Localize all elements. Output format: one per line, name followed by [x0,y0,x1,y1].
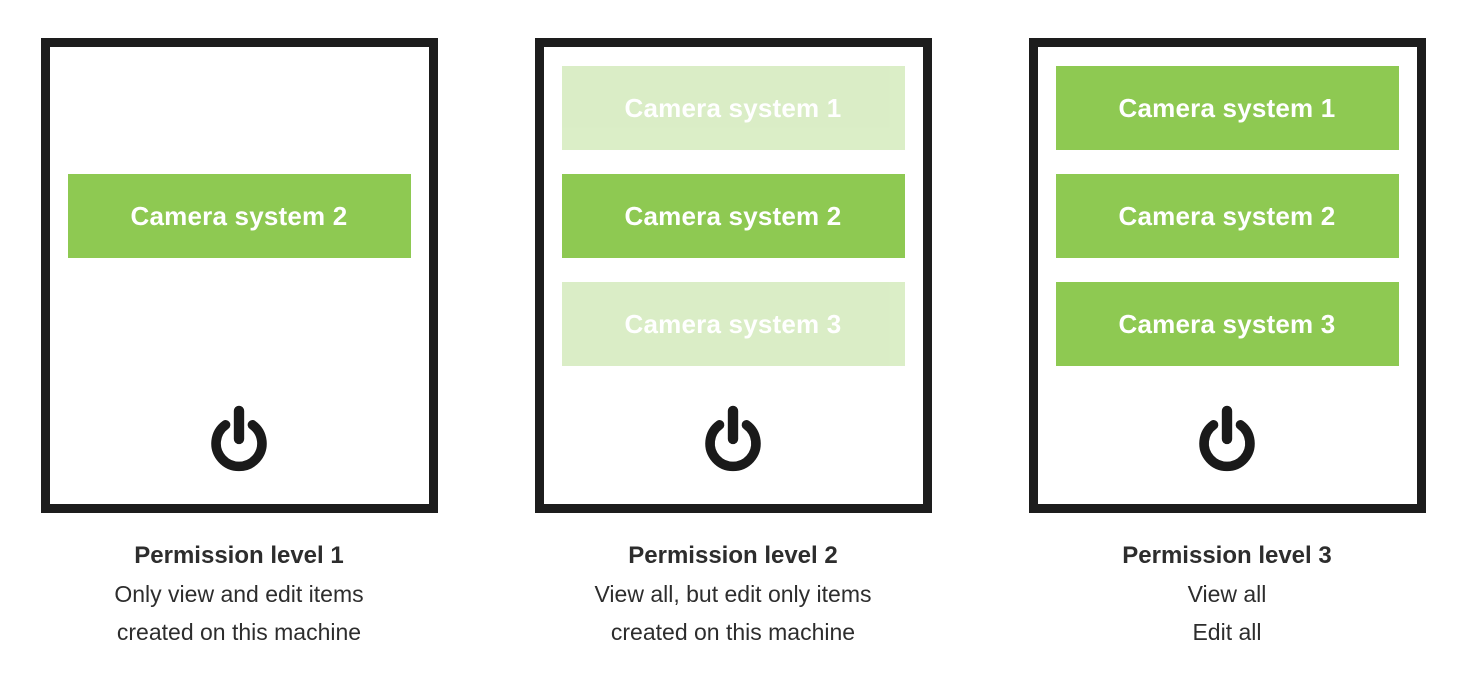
power-icon [202,402,276,476]
panel-caption: Permission level 1 Only view and edit it… [114,537,363,651]
panel-caption: Permission level 2 View all, but edit on… [595,537,872,651]
camera-system-list: Camera system 1 Camera system 2 Camera s… [1038,66,1417,366]
camera-system-button: Camera system 3 [1055,282,1399,366]
camera-system-button: Camera system 1 [1055,66,1399,150]
panel-description-line: created on this machine [610,619,856,645]
machine-screen-3: Camera system 1 Camera system 2 Camera s… [1028,38,1426,513]
panel-permission-level-3: Camera system 1 Camera system 2 Camera s… [1028,38,1426,651]
camera-system-button: Camera system 1 [561,66,905,150]
panel-description-line: View all, but edit only items [594,581,872,607]
camera-system-list: Camera system 2 [50,66,429,366]
power-icon [1190,402,1264,476]
panel-permission-level-1: Camera system 2 Permission level 1 Only … [40,38,438,651]
panel-description-line: created on this machine [116,619,362,645]
panel-title: Permission level 1 [134,542,344,569]
machine-screen-2: Camera system 1 Camera system 2 Camera s… [534,38,932,513]
power-icon [696,402,770,476]
camera-system-button: Camera system 2 [67,174,411,258]
camera-system-button: Camera system 2 [1055,174,1399,258]
panel-description-line: Edit all [1192,619,1262,645]
panel-description-line: Only view and edit items [114,581,364,607]
panel-title: Permission level 3 [1122,542,1332,569]
panel-title: Permission level 2 [628,542,838,569]
camera-system-button: Camera system 3 [561,282,905,366]
camera-system-list: Camera system 1 Camera system 2 Camera s… [544,66,923,366]
permission-levels-diagram: Camera system 2 Permission level 1 Only … [40,38,1426,651]
panel-permission-level-2: Camera system 1 Camera system 2 Camera s… [534,38,932,651]
panel-description-line: View all [1187,581,1267,607]
camera-system-button: Camera system 2 [561,174,905,258]
machine-screen-1: Camera system 2 [40,38,438,513]
panel-caption: Permission level 3 View all Edit all [1122,537,1331,651]
